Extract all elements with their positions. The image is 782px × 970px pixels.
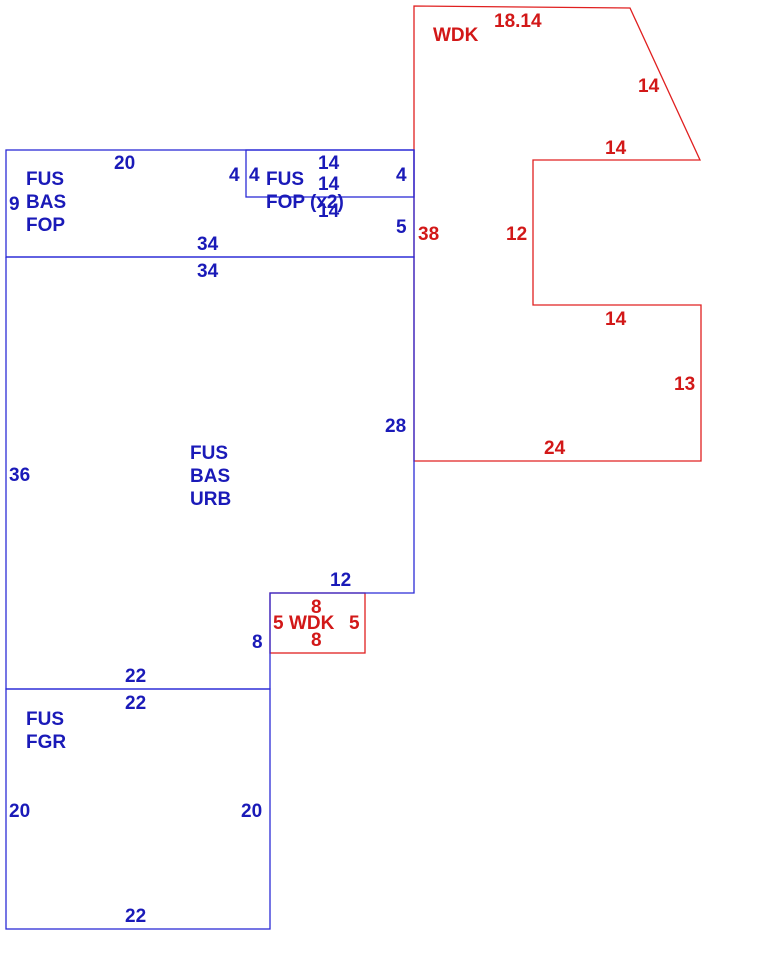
- dim-label: 36: [9, 465, 30, 486]
- blue-dimension-labels: 20 9 4 34 4 14 14 14 4 5 34 36 28 12 8 2…: [9, 153, 407, 927]
- dim-label: 34: [197, 234, 219, 255]
- dim-label: 8: [311, 630, 322, 651]
- area-label-large-deck: WDK: [433, 25, 479, 46]
- dim-label: 4: [249, 165, 260, 186]
- dim-label: 22: [125, 906, 146, 927]
- dim-label: 28: [385, 416, 406, 437]
- dim-label: 18.14: [494, 11, 542, 32]
- area-label-fop-left: FUS BAS FOP: [26, 169, 71, 236]
- dim-label: 24: [544, 438, 566, 459]
- red-dimension-labels: 18.14 14 14 12 14 13 24 38 8 8 5 5: [273, 11, 695, 651]
- front-porch-right-outline: [245, 149, 415, 198]
- dim-label: 5: [349, 613, 360, 634]
- area-label-small-deck: WDK: [289, 613, 335, 634]
- dim-label: 14: [318, 174, 340, 195]
- area-label-main: FUS BAS URB: [190, 443, 235, 510]
- dim-label: 9: [9, 194, 20, 215]
- deck-outlines: [269, 5, 702, 654]
- dim-label: 20: [114, 153, 135, 174]
- dim-label: 14: [318, 201, 340, 222]
- dim-label: 8: [311, 597, 322, 618]
- dim-label: 14: [638, 76, 660, 97]
- dim-label: 20: [241, 801, 262, 822]
- large-deck-outline: [413, 5, 702, 462]
- area-labels: FUS BAS FOP FUS FOP (x2) FUS BAS URB FUS…: [26, 25, 479, 753]
- dim-label: 12: [506, 224, 527, 245]
- dim-label: 4: [229, 165, 240, 186]
- dim-label: 8: [252, 632, 263, 653]
- dim-label: 12: [330, 570, 351, 591]
- dim-label: 38: [418, 224, 439, 245]
- dim-label: 4: [396, 165, 407, 186]
- area-label-garage: FUS FGR: [26, 709, 69, 753]
- dim-label: 14: [318, 153, 340, 174]
- dim-label: 5: [273, 613, 284, 634]
- garage-outline: [5, 688, 271, 930]
- dim-label: 22: [125, 666, 146, 687]
- dim-label: 20: [9, 801, 30, 822]
- dim-label: 34: [197, 261, 219, 282]
- dim-label: 14: [605, 309, 627, 330]
- structure-outlines: [5, 149, 415, 930]
- dim-label: 13: [674, 374, 695, 395]
- dim-label: 5: [396, 217, 407, 238]
- dim-label: 22: [125, 693, 146, 714]
- dim-label: 14: [605, 138, 627, 159]
- area-label-fop-right: FUS FOP (x2): [266, 169, 344, 213]
